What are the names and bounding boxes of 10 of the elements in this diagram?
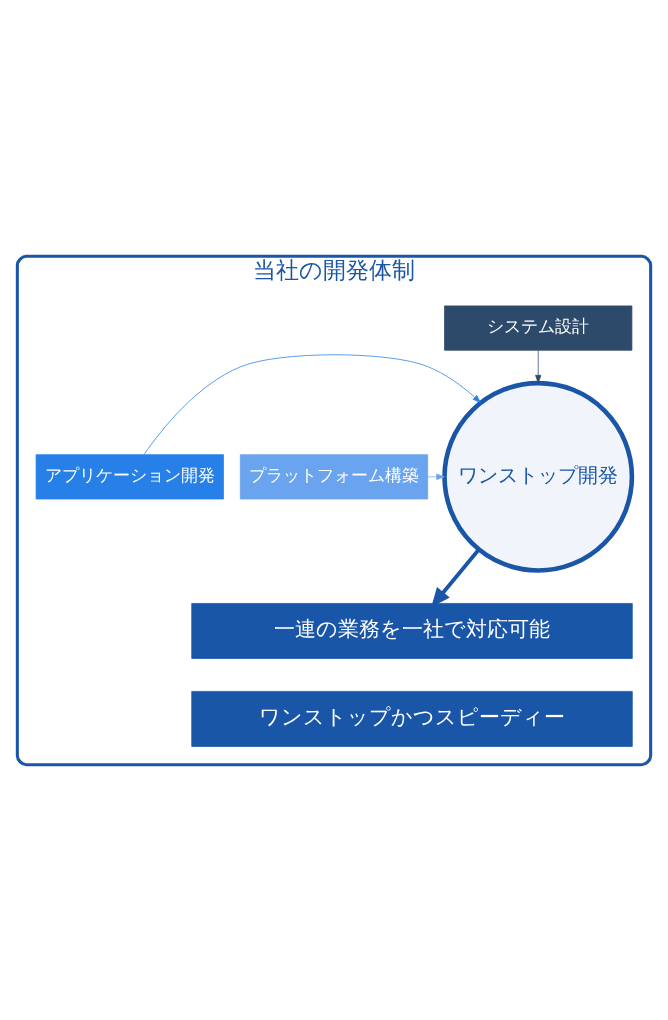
- arrow: [427, 473, 445, 480]
- node-box: プラットフォーム構築: [239, 453, 429, 499]
- node-box: システム設計: [444, 305, 633, 351]
- node-box: ワンストップかつスピーディー: [191, 690, 633, 747]
- node-circle: ワンストップ開発: [442, 380, 635, 573]
- arrow: [535, 349, 542, 383]
- node-box: アプリケーション開発: [35, 453, 224, 499]
- arrow: [143, 353, 481, 455]
- node-box: 一連の業務を一社で対応可能: [191, 602, 633, 659]
- arrow: [431, 547, 481, 607]
